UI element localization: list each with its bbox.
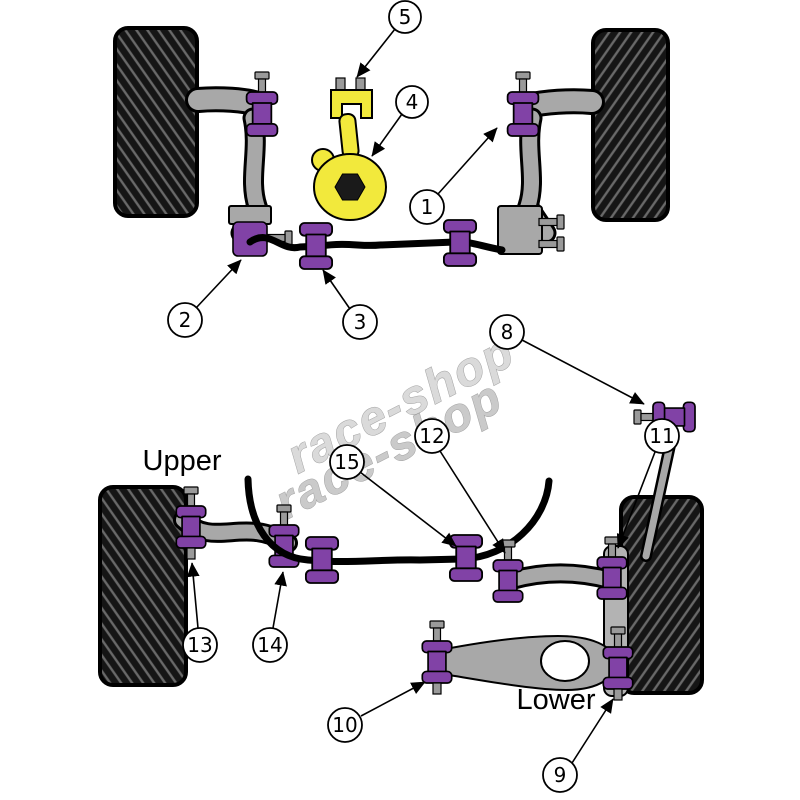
callout-14-number: 14 [257, 633, 282, 657]
rear-lateral-arm [492, 536, 628, 603]
rear-lower-stud-outer [613, 688, 623, 701]
callout-1: 1 [409, 127, 498, 225]
callout-2-circle [167, 302, 203, 338]
callout-8-circle [489, 314, 525, 350]
callout-5-leader [356, 28, 396, 78]
front-right-arm-rear-mount [497, 205, 565, 255]
callout-15-leader [359, 471, 457, 547]
callout-14: 14 [252, 571, 288, 663]
callout-12: 12 [414, 418, 506, 554]
callout-11-leader [616, 451, 656, 549]
callout-4-circle [395, 85, 429, 119]
callout-8-number: 8 [501, 320, 514, 344]
rear-upper-arm-stud-left [186, 547, 196, 560]
front-left-tire [113, 26, 199, 218]
rear-anti-roll-bar [244, 475, 553, 566]
rear-lower-arm-body [429, 634, 618, 692]
callout-13-leader [186, 562, 200, 629]
callout-9: 9 [542, 698, 614, 793]
callout-15-circle [329, 444, 365, 480]
rear-upper-arm [173, 486, 300, 568]
callout-11: 11 [616, 418, 680, 549]
callout-5-number: 5 [399, 5, 412, 29]
callout-11-circle [644, 418, 680, 454]
callout-12-circle [414, 418, 450, 454]
callout-1-number: 1 [421, 195, 434, 219]
callout-2-number: 2 [179, 308, 192, 332]
engine-mount-hex-nut [334, 173, 366, 201]
callout-8-leader [521, 339, 645, 405]
callout-2-leader [195, 259, 242, 309]
callout-5-circle [388, 0, 422, 34]
callout-5: 5 [356, 0, 422, 78]
rear-left-tire [98, 485, 188, 687]
rear-lower-arm [421, 620, 634, 701]
callouts: 1 2 3 4 5 8 9 [167, 0, 680, 793]
upper-arm-label: Upper [143, 445, 222, 477]
front-right-mount-block [497, 205, 543, 255]
callout-14-circle [252, 627, 288, 663]
callout-10-leader [360, 681, 426, 717]
callout-3-leader [322, 269, 351, 310]
callout-15: 15 [329, 444, 457, 547]
engine-mount-bracket [330, 89, 373, 119]
callout-2: 2 [167, 259, 242, 338]
callout-12-leader [439, 450, 506, 554]
callout-4-number: 4 [406, 90, 419, 114]
rear-right-tire [619, 495, 704, 695]
callout-13: 13 [182, 562, 218, 663]
callout-3-number: 3 [354, 310, 367, 334]
callout-10-circle [327, 707, 363, 743]
callout-13-circle [182, 627, 218, 663]
callout-13-number: 13 [187, 633, 212, 657]
callout-10-number: 10 [332, 713, 357, 737]
callout-4-leader [371, 113, 403, 157]
callout-9-leader [571, 698, 614, 764]
callout-1-leader [437, 127, 498, 195]
front-right-top-bushing [506, 71, 540, 137]
callout-12-number: 12 [419, 424, 444, 448]
rear-vertical-link [633, 401, 696, 562]
callout-4: 4 [371, 85, 429, 157]
callout-10: 10 [327, 681, 426, 743]
callout-3: 3 [322, 269, 378, 340]
callout-9-circle [542, 757, 578, 793]
callout-15-number: 15 [334, 450, 359, 474]
rear-link-fill [642, 432, 676, 560]
front-suspension-diagram [113, 26, 670, 270]
front-anti-roll-bar [246, 234, 506, 254]
callout-11-number: 11 [649, 424, 674, 448]
engine-mount-assembly [311, 77, 387, 221]
rear-lateral-arm-fill [505, 566, 617, 587]
front-left-top-bushing [245, 71, 279, 137]
front-right-tire [591, 28, 670, 222]
callout-8: 8 [489, 314, 645, 405]
callout-3-circle [342, 304, 378, 340]
engine-mount-link [338, 112, 360, 160]
callout-1-circle [409, 189, 445, 225]
rear-lower-stud-inner [432, 682, 442, 695]
callout-14-leader [272, 571, 287, 629]
rear-suspension-diagram: Upper Lower [98, 401, 704, 716]
callout-9-number: 9 [554, 763, 567, 787]
